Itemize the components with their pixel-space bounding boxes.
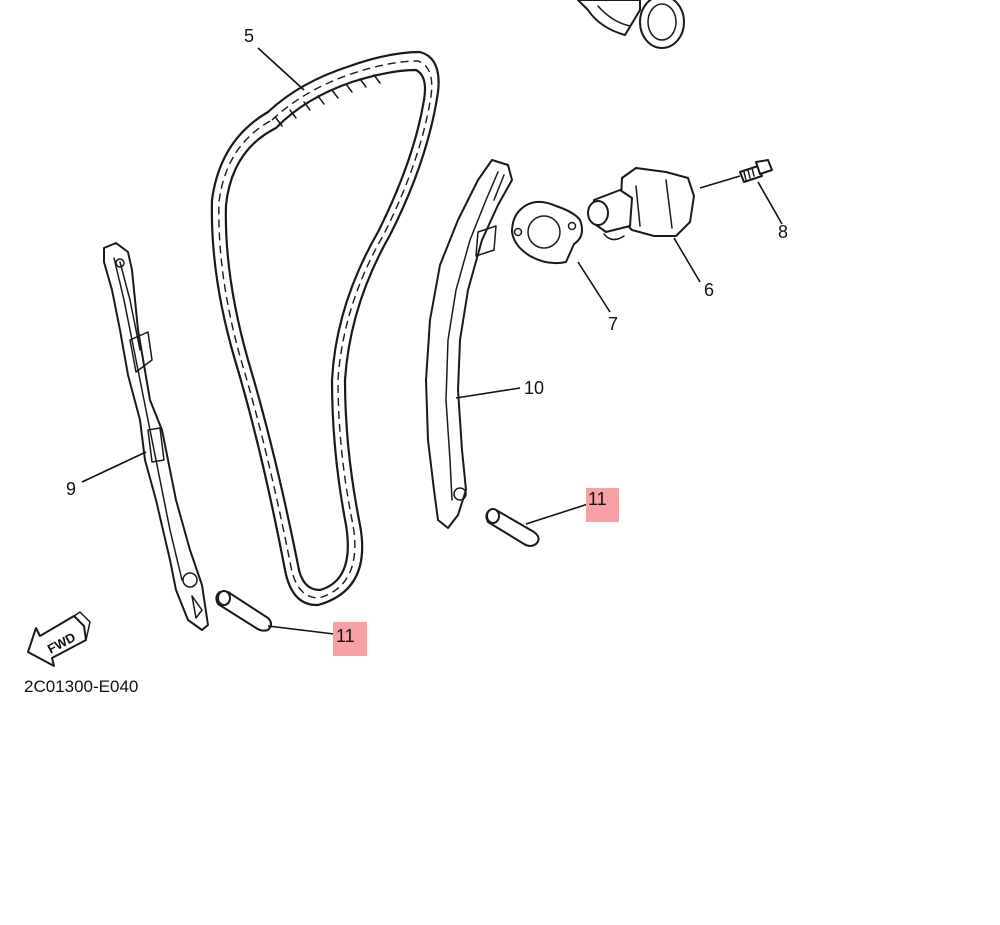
cam-chain — [210, 50, 440, 607]
figure-code: 2C01300-E040 — [24, 677, 138, 696]
callout-chain: 5 — [244, 26, 254, 46]
callout-guide-left: 9 — [66, 479, 76, 499]
callout-highlight-left — [333, 622, 367, 656]
forward-arrow-icon: FWD — [27, 611, 91, 667]
callout-gasket: 7 — [608, 314, 618, 334]
bolt — [739, 159, 773, 183]
callout-pin-left: 11 — [336, 626, 355, 646]
chain-guide-left — [103, 242, 209, 631]
leader-lines — [81, 47, 783, 635]
callout-pin-right: 11 — [588, 489, 607, 509]
callout-highlight-right — [586, 488, 619, 522]
callout-bolt: 8 — [778, 222, 788, 242]
chain-guide-right — [425, 159, 513, 529]
dowel-pin-left — [215, 590, 272, 632]
callout-tensioner: 6 — [704, 280, 714, 300]
gasket — [511, 200, 583, 265]
shaft-part — [577, 0, 685, 49]
cam-chain-tensioner — [587, 167, 695, 241]
dowel-pin-right — [485, 508, 540, 547]
callout-guide-right: 10 — [524, 378, 544, 398]
